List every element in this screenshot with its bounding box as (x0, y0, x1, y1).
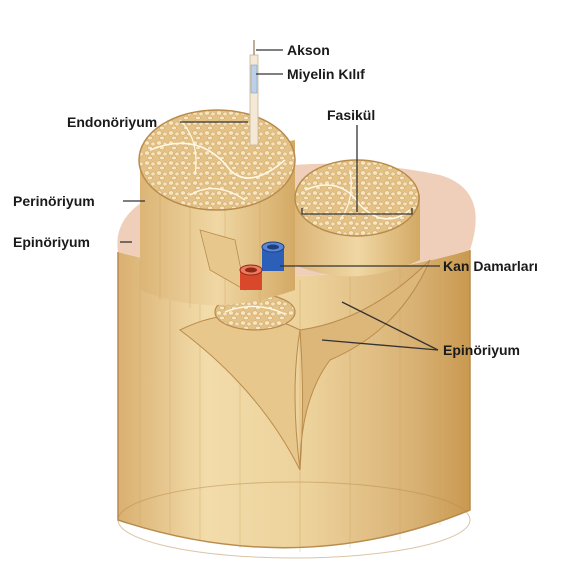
myelin-sheath-label: Miyelin Kılıf (287, 66, 365, 82)
perineurium-label: Perinöriyum (13, 193, 95, 209)
axon-label: Akson (287, 42, 330, 58)
epineurium-label-left: Epinöriyum (13, 234, 90, 250)
fascicle-left (139, 110, 295, 310)
fascicle-label: Fasikül (327, 107, 375, 123)
axon-myelin (250, 40, 258, 145)
endoneurium-label: Endonöriyum (67, 114, 157, 130)
blood-vessels-label: Kan Damarları (443, 258, 538, 274)
epineurium-label-right: Epinöriyum (443, 342, 520, 358)
